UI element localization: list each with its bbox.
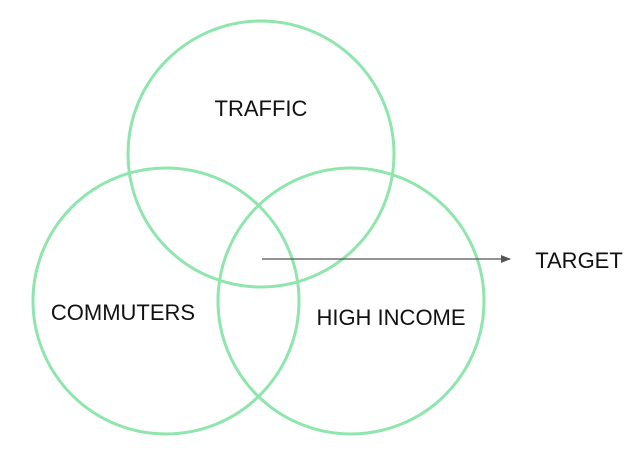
set-label-commuters: COMMUTERS <box>51 300 195 325</box>
set-circle-commuters <box>31 166 301 436</box>
set-circle-high-income <box>216 166 486 436</box>
set-circle-traffic <box>126 19 396 289</box>
target-label: TARGET <box>535 248 623 273</box>
set-label-high-income: HIGH INCOME <box>316 305 465 330</box>
set-label-traffic: TRAFFIC <box>215 96 308 121</box>
